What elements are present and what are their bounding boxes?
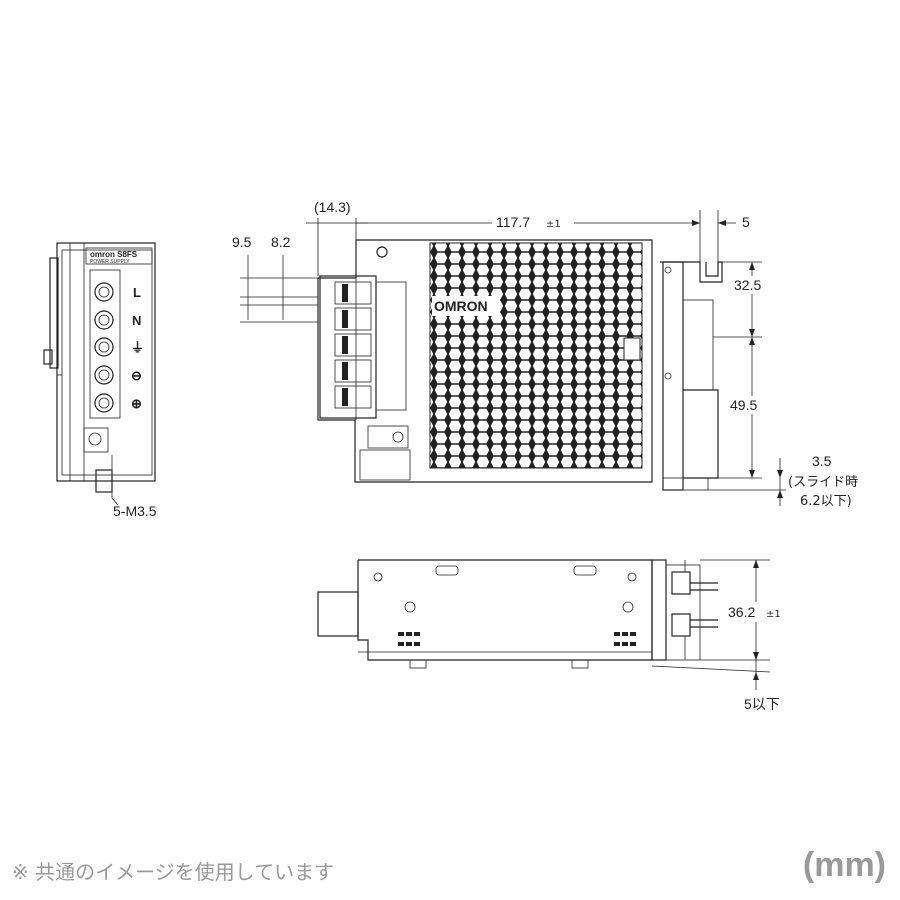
bottom-vents (398, 632, 636, 646)
terminal-label-ground: ⏚ (131, 340, 144, 355)
front-view: OMRON (317, 239, 723, 491)
side-terminal-screws (94, 282, 114, 413)
dim-screw-label: 5-M3.5 (113, 503, 157, 519)
side-view: omron S8FS POWER SUPPLY L N ⏚ ⊖ ⊕ 5-M3.5 (43, 242, 157, 519)
dim-36-2: 36.2 (728, 604, 755, 620)
dim-8-2: 8.2 (271, 234, 291, 250)
terminal-label-n: N (132, 313, 141, 328)
dim-32-5: 32.5 (734, 277, 761, 293)
terminal-label-minus: ⊖ (131, 368, 142, 383)
dim-117-7-tol: ±1 (546, 219, 561, 230)
front-dimensions: (14.3) 117.7 ±1 5 9.5 8.2 32.5 49.5 (232, 199, 858, 509)
dim-5-top: 5 (742, 214, 750, 230)
bottom-view (317, 559, 718, 669)
dim-slide-note: (スライド時 (788, 475, 858, 490)
front-terminal-block (334, 281, 372, 409)
side-brand-label: POWER SUPPLY (90, 259, 130, 265)
image-note: ※ 共通のイメージを使用しています (12, 860, 335, 884)
front-brand-logo: OMRON (434, 298, 488, 314)
terminal-label-plus: ⊕ (131, 396, 142, 411)
side-brand-logo: omron S8FS (90, 250, 138, 259)
dim-slide-value: 6.2以下) (800, 494, 852, 509)
dim-14-3: (14.3) (314, 199, 351, 215)
dim-9-5: 9.5 (232, 234, 252, 250)
dim-5-bottom: 5以下 (744, 696, 780, 712)
dim-3-5: 3.5 (812, 453, 832, 469)
unit-label: (mm) (802, 846, 886, 884)
bottom-dimensions: 36.2 ±1 5以下 (651, 559, 786, 712)
dim-117-7: 117.7 (496, 214, 530, 230)
dim-49-5: 49.5 (730, 397, 757, 413)
dim-36-2-tol: ±1 (766, 609, 781, 620)
terminal-label-l: L (133, 285, 141, 300)
